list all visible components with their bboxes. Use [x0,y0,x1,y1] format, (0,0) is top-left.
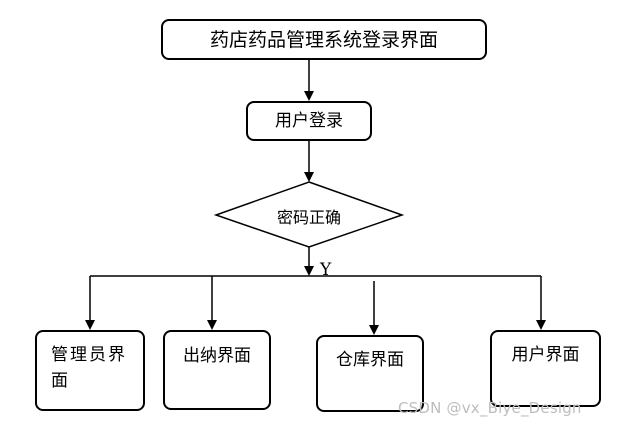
yes-label: Y [320,260,332,280]
node-warehouse: 仓库界面 [316,335,424,412]
node-user-login: 用户登录 [246,101,372,141]
decision-label-text: 密码正确 [276,208,341,227]
node-cashier-label: 出纳界面 [183,346,251,366]
node-user: 用户界面 [490,330,601,407]
node-title-label: 药店药品管理系统登录界面 [209,28,438,51]
node-user-label: 用户界面 [511,345,580,365]
node-warehouse-label: 仓库界面 [336,350,404,370]
decision-label: 密码正确 [249,204,369,228]
node-admin-label: 管理员界面 [51,345,127,391]
node-admin: 管理员界面 [35,330,145,411]
node-title: 药店药品管理系统登录界面 [161,19,487,60]
node-cashier: 出纳界面 [163,330,271,410]
watermark-text: CSDN @vx_Biye_Design [398,399,582,417]
node-user-login-label: 用户登录 [275,111,343,131]
